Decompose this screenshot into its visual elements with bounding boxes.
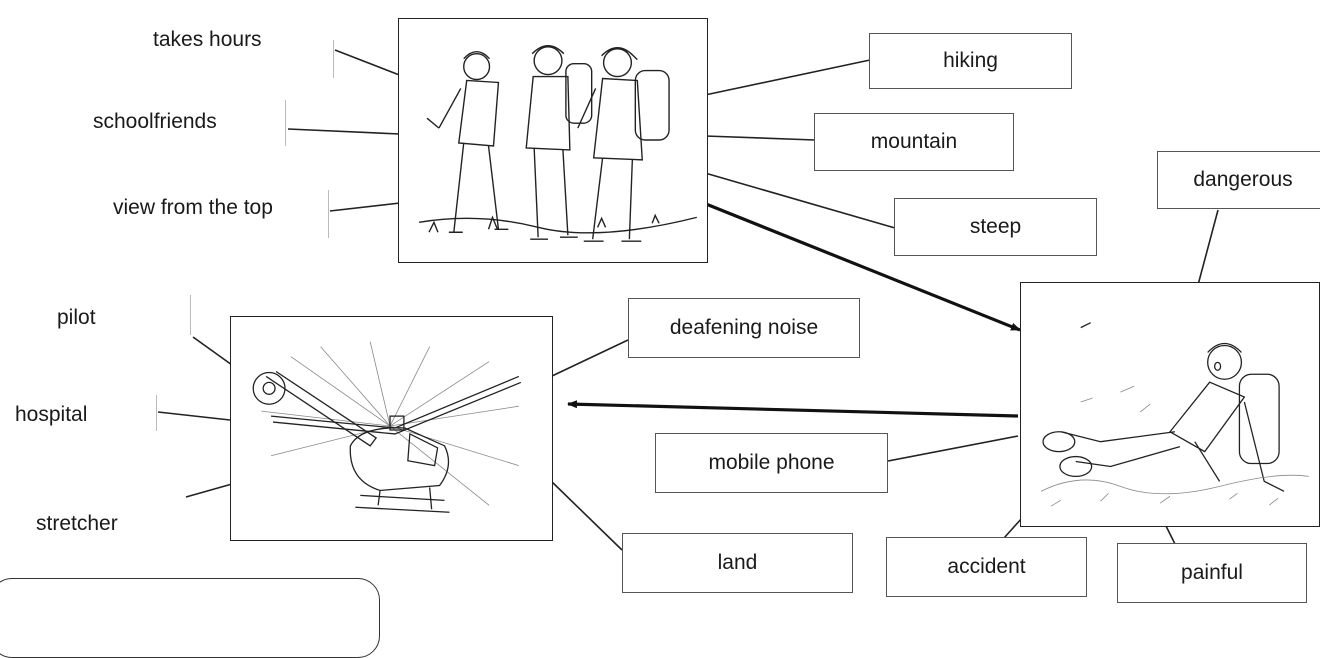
line-takes-hours (334, 49, 403, 77)
line-hospital (157, 411, 231, 421)
word-hospital: hospital (15, 403, 88, 426)
word-box-hiking: hiking (869, 33, 1072, 89)
word-box-dangerous: dangerous (1157, 151, 1320, 209)
word-box-mobile-phone: mobile phone (655, 433, 888, 493)
word-box-accident: accident (886, 537, 1087, 597)
helicopter-illustration (230, 316, 553, 541)
word-takes-hours: takes hours (153, 28, 262, 51)
line-view-from-top (329, 202, 401, 212)
line-deafening-noise (551, 339, 629, 377)
line-stretcher (185, 483, 233, 498)
line-steep (704, 172, 896, 229)
line-mobile-phone (887, 435, 1019, 462)
speech-bubble-edge (0, 578, 380, 658)
injured-hiker-illustration (1020, 282, 1320, 527)
word-box-land: land (622, 533, 853, 593)
line-schoolfriends (287, 128, 401, 135)
line-hiking (704, 59, 871, 96)
word-stretcher: stretcher (36, 512, 118, 535)
connector-lines (157, 49, 1219, 551)
word-box-steep: steep (894, 198, 1097, 256)
word-box-deafening-noise: deafening noise (628, 298, 860, 358)
word-box-mountain: mountain (814, 113, 1014, 171)
line-mountain (704, 135, 816, 141)
word-box-painful: painful (1117, 543, 1307, 603)
line-dangerous (1197, 209, 1219, 286)
line-painful (1164, 523, 1176, 545)
word-view-from-top: view from the top (113, 196, 273, 219)
line-land (549, 479, 623, 551)
line-pilot (192, 336, 233, 366)
arrow-injured-to-helicopter (567, 400, 1019, 418)
arrow-hikers-to-injured (705, 202, 1021, 332)
line-accident (1003, 517, 1023, 539)
word-pilot: pilot (57, 306, 96, 329)
word-schoolfriends: schoolfriends (93, 110, 217, 133)
hikers-illustration (398, 18, 708, 263)
